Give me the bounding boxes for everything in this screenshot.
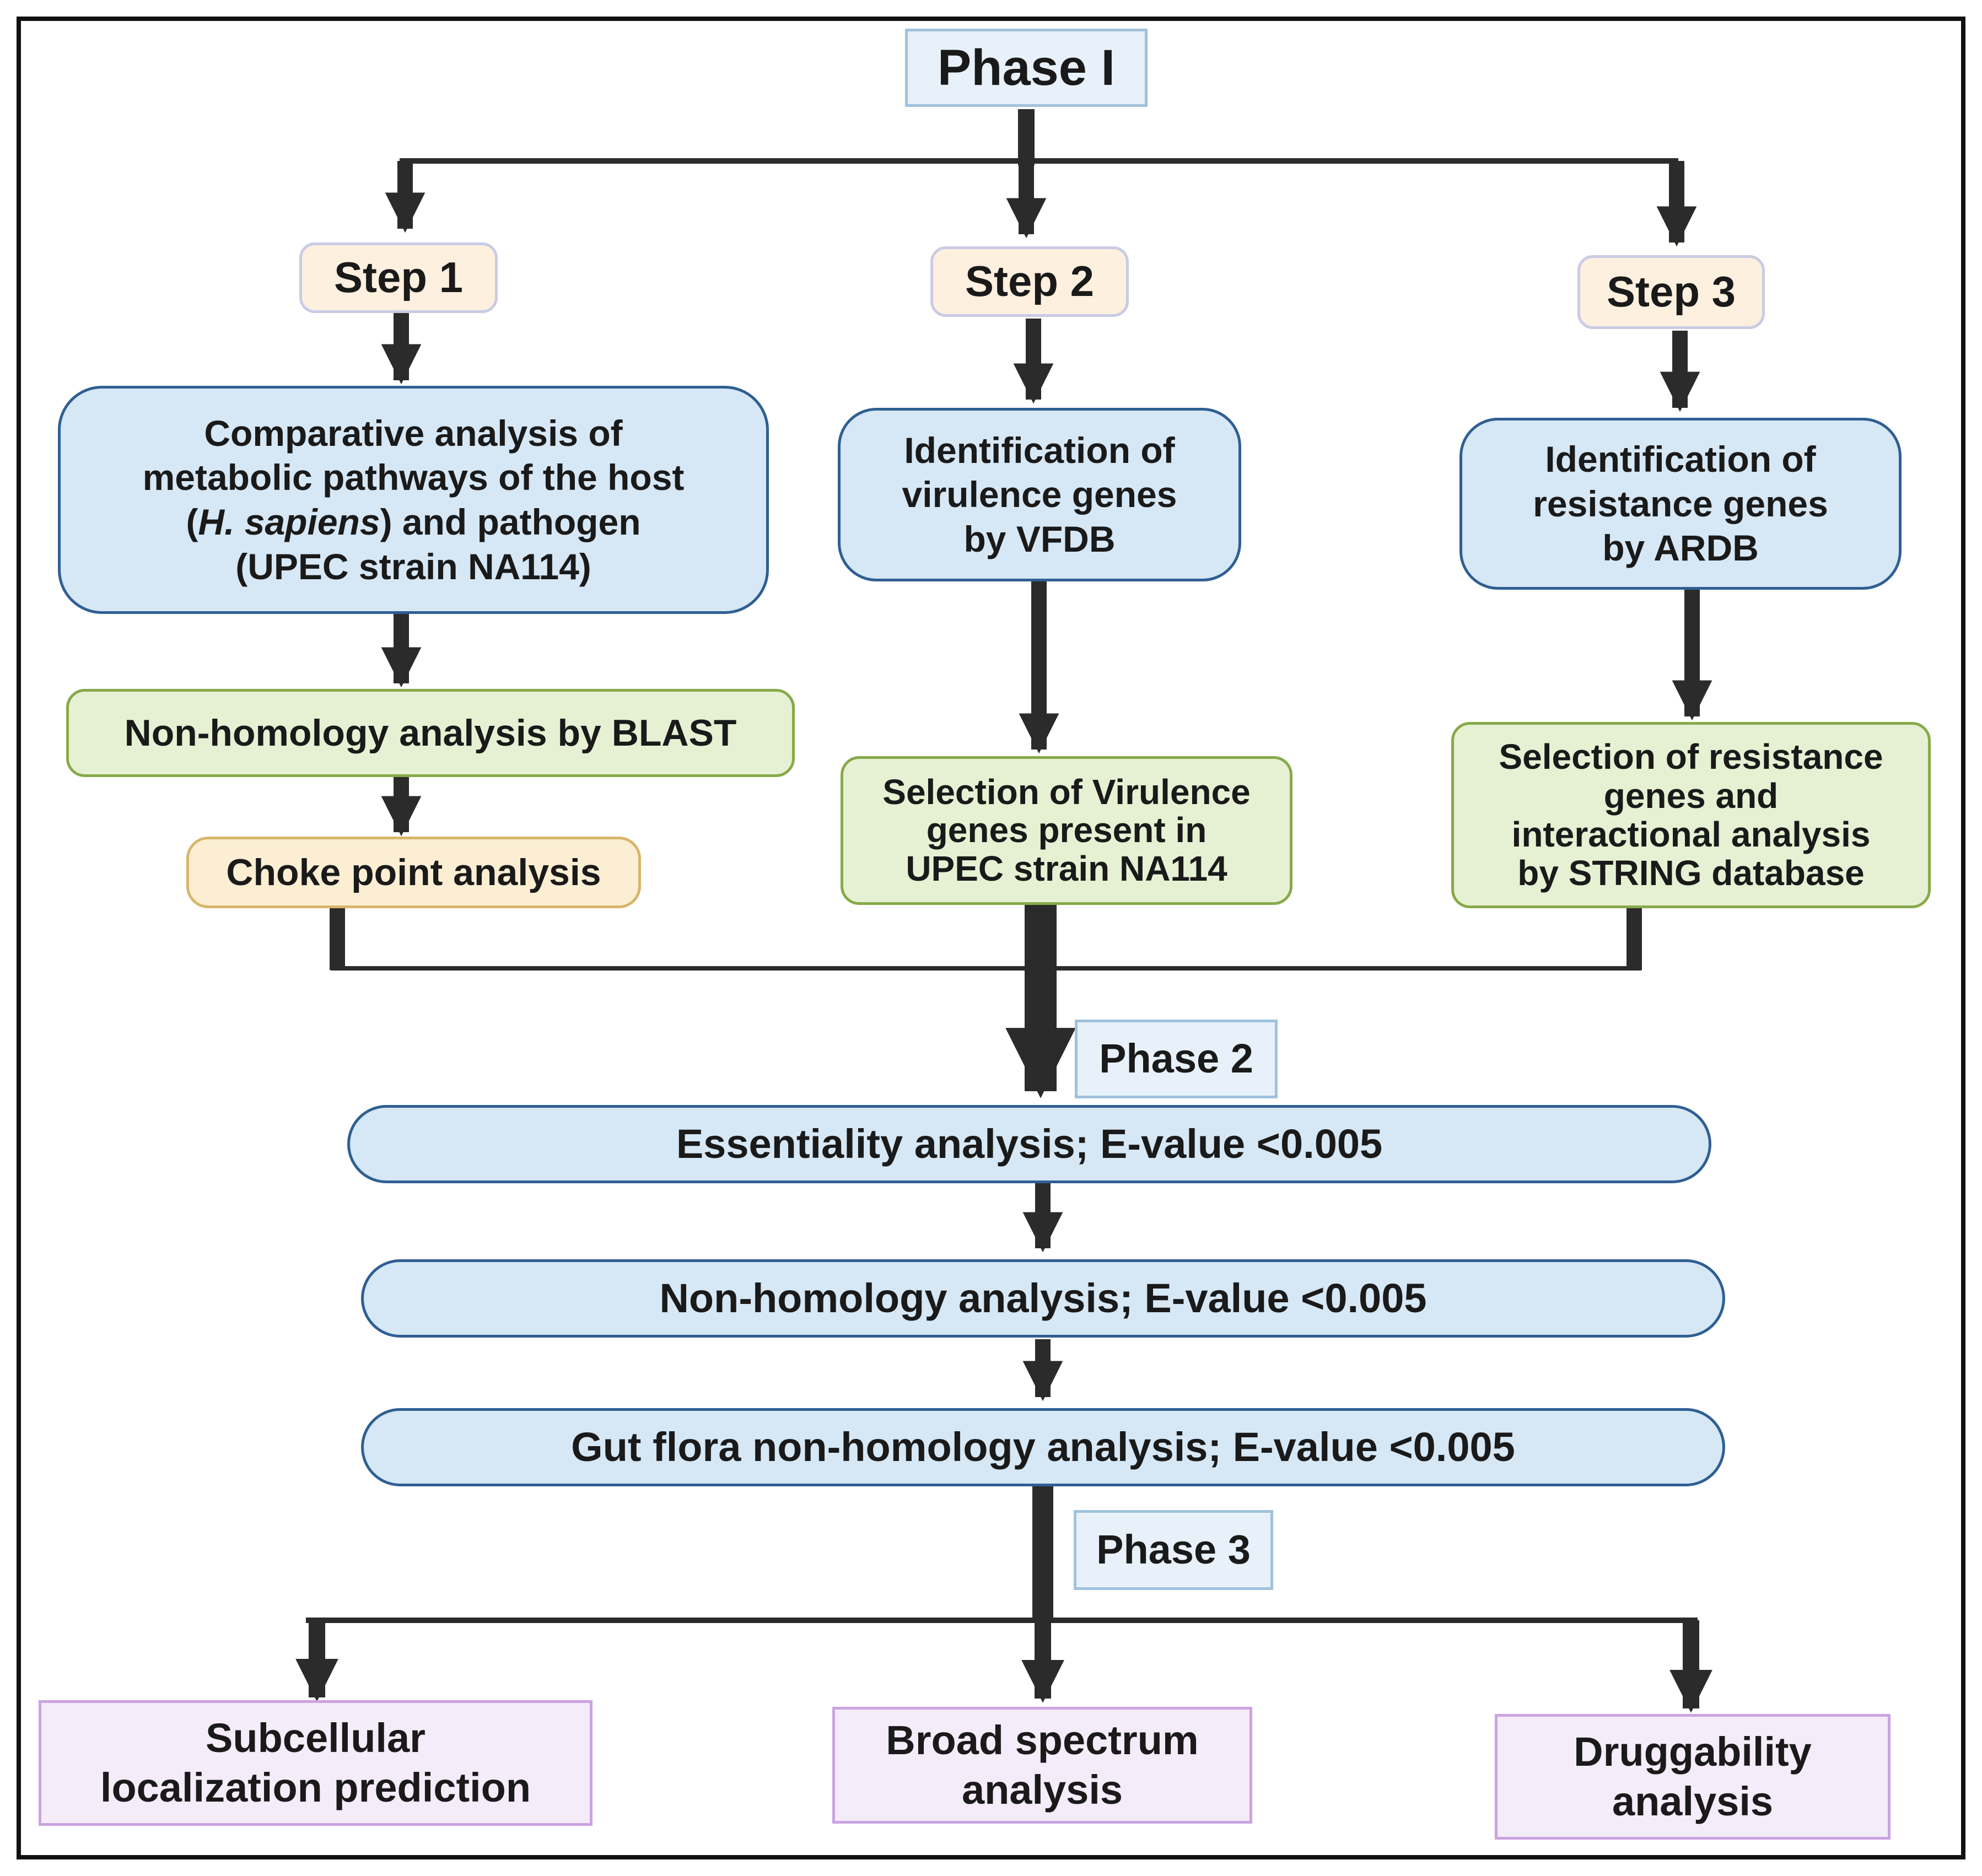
step3-box: Step 3	[1577, 255, 1765, 329]
comparative-line3: (H. sapiens) and pathogen	[143, 500, 685, 545]
step1-box: Step 1	[299, 242, 498, 313]
step1-label: Step 1	[333, 253, 464, 302]
step2-box: Step 2	[930, 246, 1129, 317]
gutflora-label: Gut flora non-homology analysis; E-value…	[571, 1424, 1515, 1470]
chokepoint-label: Choke point analysis	[226, 851, 601, 893]
step3-label: Step 3	[1606, 267, 1736, 316]
comparative-analysis-box: Comparative analysis of metabolic pathwa…	[58, 386, 769, 614]
identification-resistance-box: Identification of resistance genes by AR…	[1459, 418, 1902, 590]
nonhomology-blast-label: Non-homology analysis by BLAST	[124, 711, 737, 754]
broad-spectrum-box: Broad spectrum analysis	[832, 1707, 1252, 1824]
comparative-analysis-text: Comparative analysis of metabolic pathwa…	[143, 411, 685, 589]
essentiality-box: Essentiality analysis; E-value <0.005	[347, 1105, 1711, 1183]
comparative-line1: Comparative analysis of	[204, 412, 623, 454]
comparative-close: ) and pathogen	[380, 502, 641, 542]
selection-virulence-label: Selection of Virulence genes present in …	[882, 772, 1251, 888]
gutflora-box: Gut flora non-homology analysis; E-value…	[361, 1408, 1725, 1486]
nonhomology-label: Non-homology analysis; E-value <0.005	[659, 1275, 1427, 1321]
druggability-box: Druggability analysis	[1495, 1714, 1891, 1840]
phase3-box: Phase 3	[1074, 1510, 1273, 1590]
subcellular-label: Subcellular localization prediction	[100, 1715, 531, 1810]
identification-resistance-label: Identification of resistance genes by AR…	[1533, 439, 1828, 569]
selection-resistance-label: Selection of resistance genes and intera…	[1499, 737, 1883, 893]
phase1-box: Phase I	[905, 29, 1148, 107]
phase2-label: Phase 2	[1099, 1036, 1253, 1082]
step2-label: Step 2	[965, 257, 1095, 306]
phase3-label: Phase 3	[1096, 1527, 1251, 1573]
selection-virulence-box: Selection of Virulence genes present in …	[841, 756, 1292, 905]
identification-virulence-box: Identification of virulence genes by VFD…	[838, 408, 1241, 581]
nonhomology-box: Non-homology analysis; E-value <0.005	[361, 1259, 1725, 1338]
comparative-species: H. sapiens	[198, 502, 380, 542]
broad-spectrum-label: Broad spectrum analysis	[886, 1717, 1199, 1813]
subcellular-box: Subcellular localization prediction	[39, 1700, 593, 1826]
identification-virulence-label: Identification of virulence genes by VFD…	[902, 429, 1177, 559]
essentiality-label: Essentiality analysis; E-value <0.005	[676, 1120, 1383, 1167]
comparative-line2: metabolic pathways of the host	[142, 457, 685, 498]
chokepoint-box: Choke point analysis	[186, 837, 641, 908]
selection-resistance-box: Selection of resistance genes and intera…	[1451, 722, 1931, 908]
nonhomology-blast-box: Non-homology analysis by BLAST	[66, 689, 795, 777]
outer-frame	[17, 17, 1965, 1859]
phase2-box: Phase 2	[1075, 1020, 1278, 1098]
phase1-label: Phase I	[937, 39, 1116, 96]
druggability-label: Druggability analysis	[1574, 1728, 1812, 1824]
comparative-open-paren: (	[186, 502, 198, 542]
comparative-line4: (UPEC strain NA114)	[235, 546, 591, 587]
